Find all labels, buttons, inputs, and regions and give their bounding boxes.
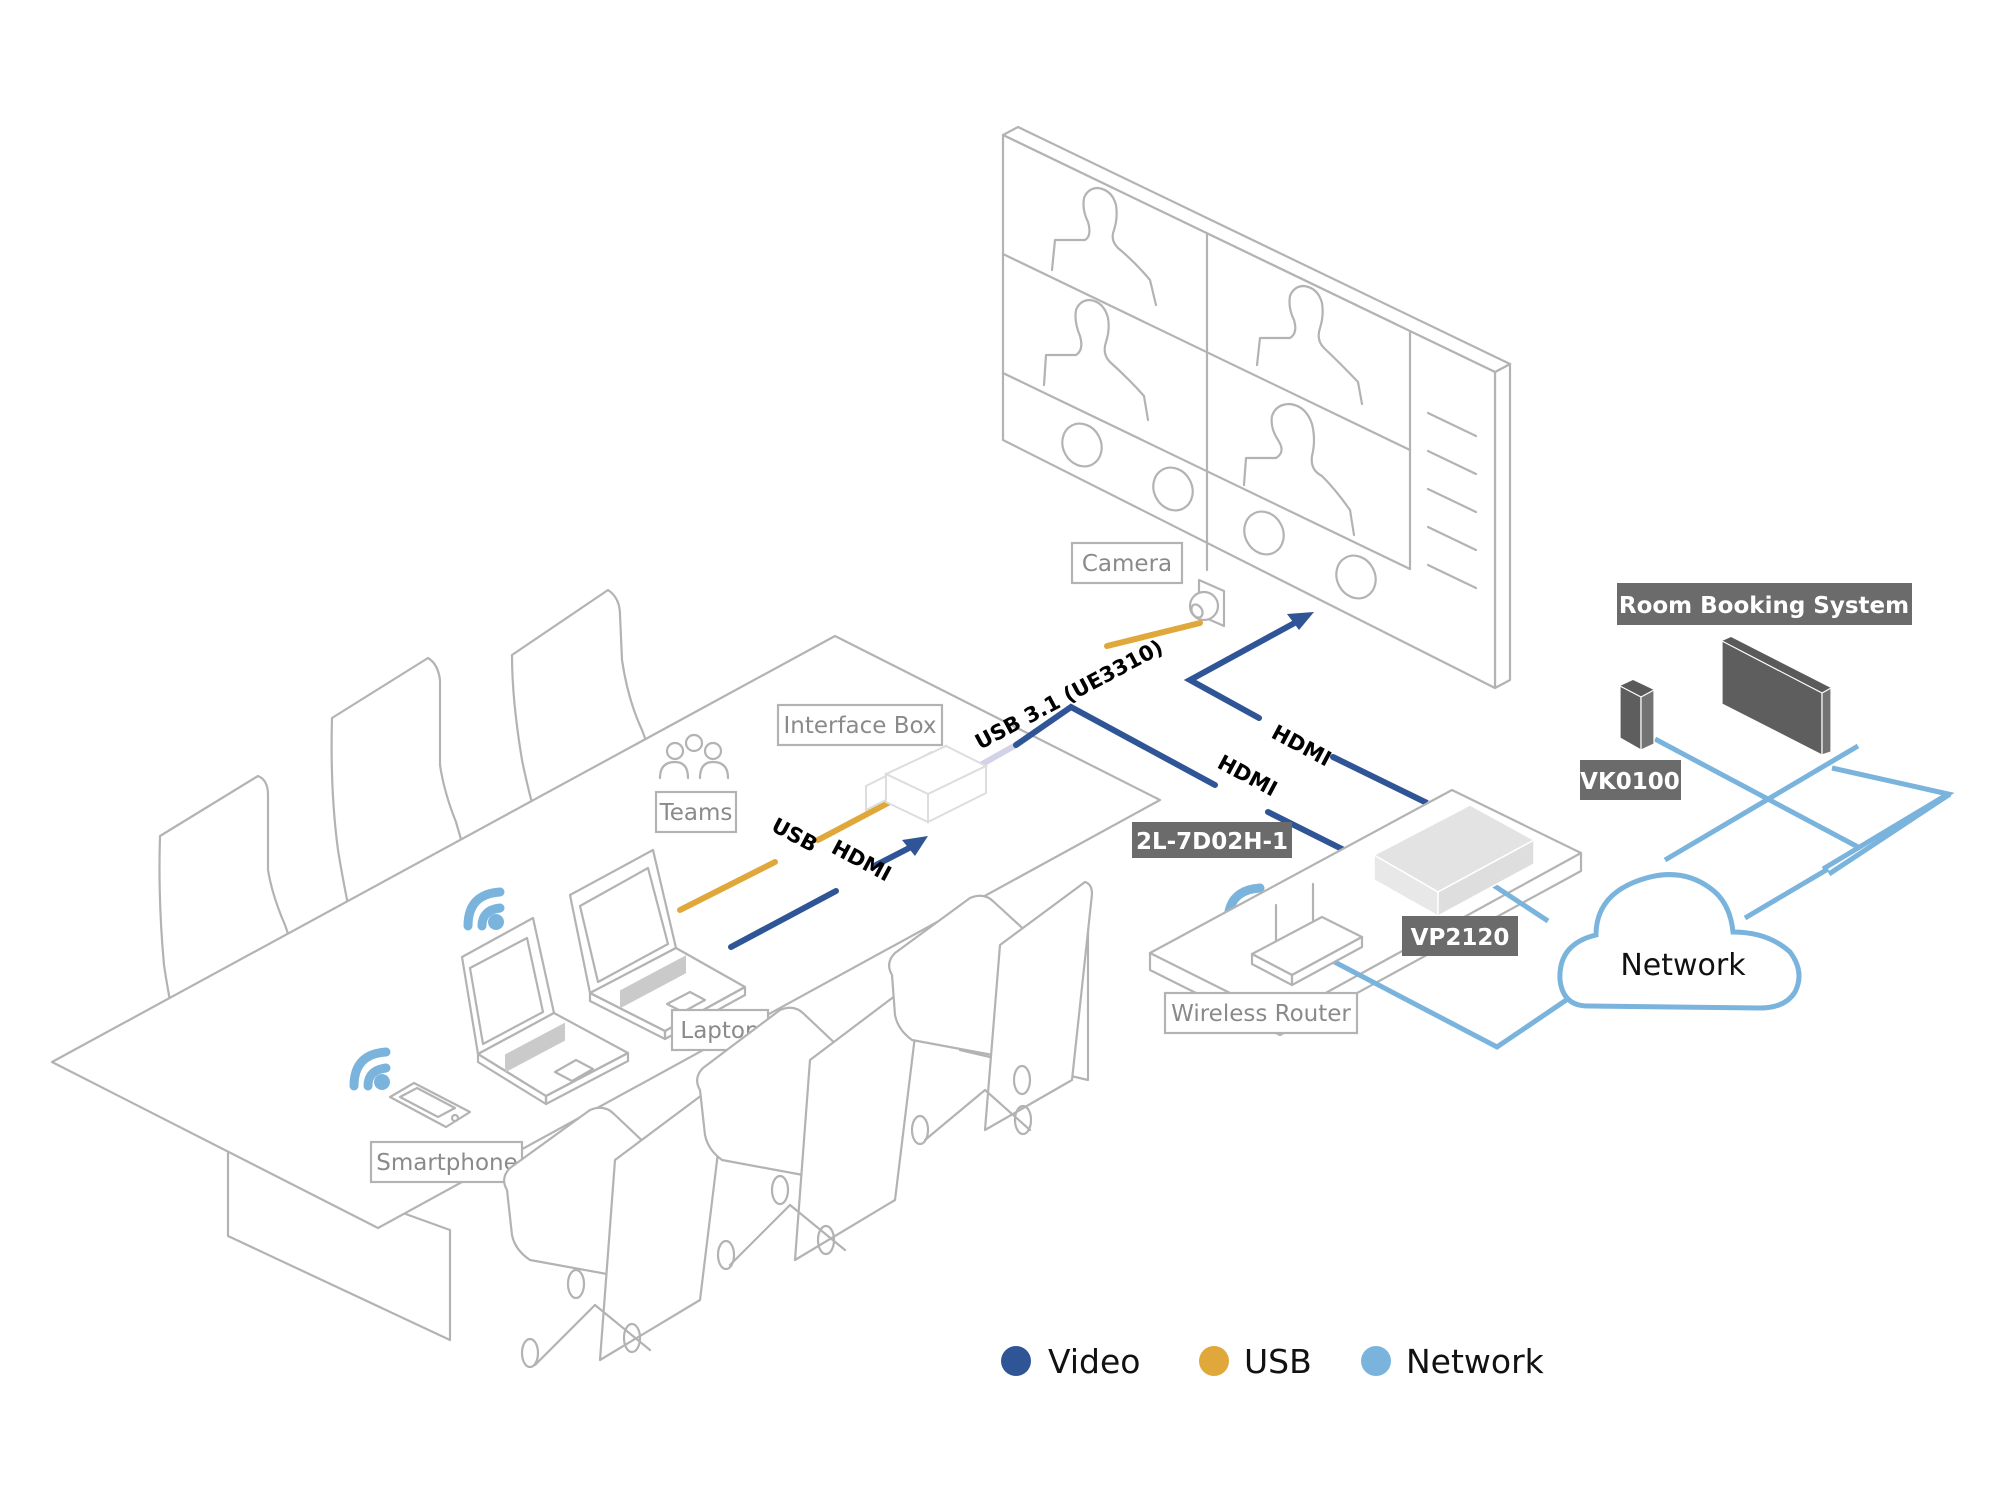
usb-camera-cable [1104, 620, 1203, 649]
network-cable-vp2120 [1488, 880, 1550, 924]
hdmi-arrow-icon [902, 836, 928, 856]
vk0100-badge-text: VK0100 [1580, 769, 1680, 795]
hdmi-cable-laptop-seg1 [728, 888, 839, 950]
smartphone-device [388, 1081, 472, 1129]
switch-badge: 2L-7D02H-1 [1132, 822, 1292, 858]
network-cable-cloud-up [1743, 866, 1830, 921]
interface-box-device [865, 744, 989, 824]
network-cable-vk0100 [1653, 736, 1860, 850]
legend-video-swatch [1001, 1346, 1031, 1376]
chair-front-3 [888, 880, 1094, 1146]
display-front [1001, 133, 1497, 690]
teams-label-text: Teams [659, 800, 733, 826]
legend-item-usb: USB [1199, 1342, 1312, 1381]
hdmi-display-arrow-icon [1287, 612, 1314, 630]
chair-front-2 [696, 981, 922, 1271]
chair-front-1 [503, 1081, 727, 1369]
smartphone-label-text: Smartphone [376, 1150, 518, 1176]
room-booking-badge-text: Room Booking System [1619, 593, 1909, 619]
vp2120-badge: VP2120 [1402, 916, 1518, 956]
wireless-router-label-text: Wireless Router [1171, 1001, 1351, 1027]
network-cable-trunk [1827, 791, 1952, 877]
video-wall-display [1001, 125, 1512, 690]
participant-avatars [1061, 422, 1377, 600]
hdmi-to-display [1183, 617, 1303, 721]
usb-camera-cable-label: USB 3.1 (UE3310) [971, 635, 1167, 754]
vk0100-device [1619, 680, 1655, 752]
network-cloud-label: Network [1620, 948, 1746, 983]
vp2120-device [1372, 804, 1536, 918]
legend-usb-swatch [1199, 1346, 1229, 1376]
interface-box-label-text: Interface Box [783, 713, 936, 739]
front-chairs [503, 880, 1094, 1369]
legend-usb-label: USB [1244, 1342, 1312, 1381]
usb-cable-laptop-seg2 [815, 800, 891, 843]
wireless-router-label: Wireless Router [1163, 991, 1359, 1035]
room-booking-badge: Room Booking System [1617, 583, 1912, 625]
legend-network-label: Network [1406, 1342, 1545, 1381]
vp2120-badge-text: VP2120 [1411, 925, 1510, 951]
teams-label: Teams [654, 790, 738, 834]
teams-icon [658, 733, 730, 780]
wifi-icon [349, 1047, 391, 1091]
camera-label-text: Camera [1082, 551, 1172, 577]
switch-badge-text: 2L-7D02H-1 [1136, 829, 1288, 855]
camera-device [1188, 578, 1226, 628]
legend: Video USB Network [1001, 1342, 1545, 1381]
room-booking-panel-device [1721, 637, 1832, 756]
vk0100-badge: VK0100 [1580, 760, 1681, 800]
legend-item-video: Video [1001, 1342, 1140, 1381]
usb-cable-laptop-seg1 [677, 859, 778, 913]
wifi-icon [463, 887, 505, 931]
participant-silhouettes [1042, 186, 1364, 537]
hdmi-vp-cable-label-1: HDMI [1268, 720, 1336, 771]
smartphone-label: Smartphone [369, 1140, 524, 1184]
network-cable-room-booking [1821, 765, 1955, 872]
legend-network-swatch [1361, 1346, 1391, 1376]
interface-box-label: Interface Box [776, 703, 944, 747]
laptop-right [568, 848, 747, 1041]
hdmi-cable-laptop-seg2 [873, 842, 918, 868]
camera-icon [1188, 590, 1220, 622]
network-cloud: Network [1557, 872, 1802, 1011]
legend-item-network: Network [1361, 1342, 1545, 1381]
display-sidebar-lines [1426, 411, 1478, 590]
network-cable-vk-junction [1663, 743, 1860, 863]
legend-video-label: Video [1048, 1342, 1140, 1381]
wireless-router-device [1250, 882, 1364, 987]
network-cable-router [1325, 955, 1586, 1050]
hdmi-interface-out [1013, 703, 1218, 788]
camera-label: Camera [1070, 541, 1184, 585]
display-side [1493, 362, 1512, 690]
hdmi-from-vp2120-2 [1330, 754, 1430, 806]
hdmi-vp-cable-label-2: HDMI [1214, 750, 1282, 801]
laptop-left [460, 916, 630, 1106]
